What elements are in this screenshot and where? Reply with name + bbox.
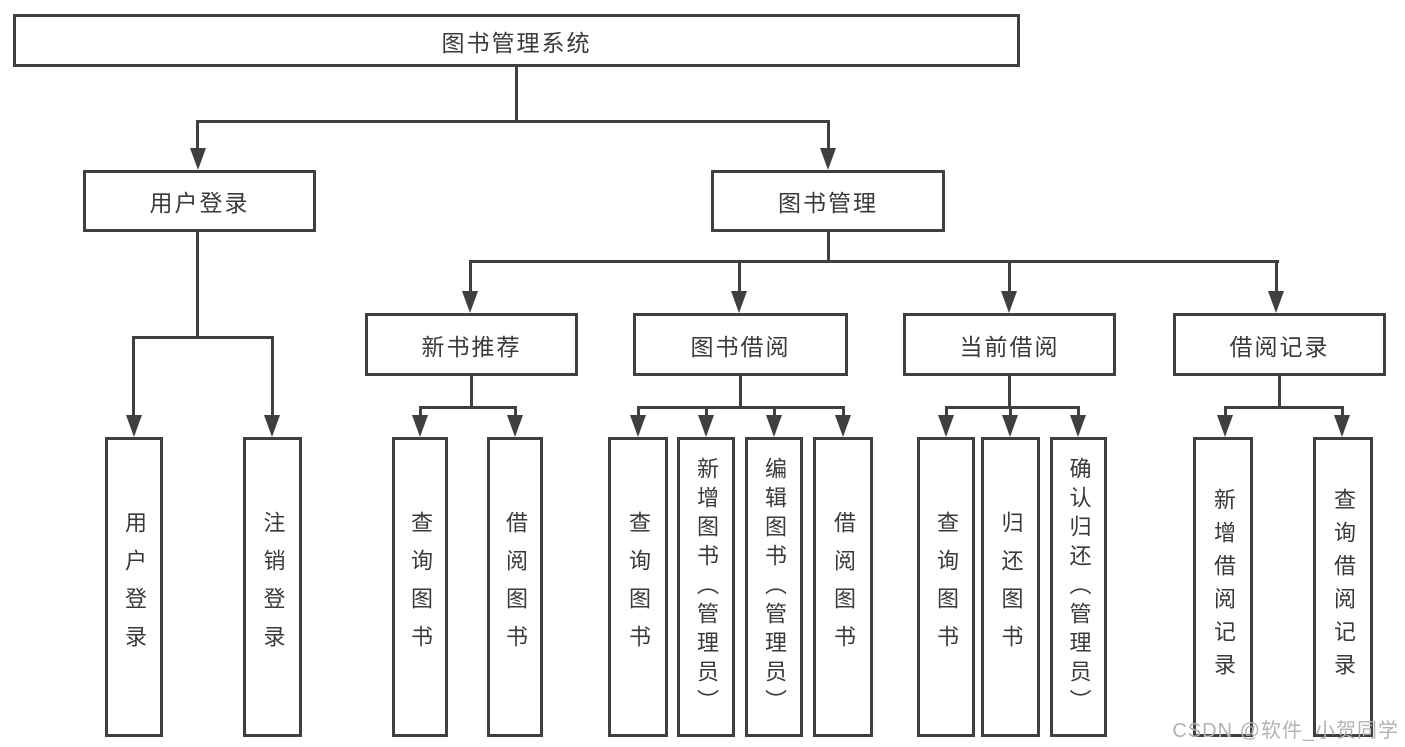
connector-line [470, 376, 473, 406]
connector-line [196, 120, 199, 152]
arrow-down-icon [938, 415, 954, 437]
node-user-login-action: 用户登录 [105, 437, 163, 737]
arrow-down-icon [698, 415, 714, 437]
connector-line [132, 336, 135, 418]
arrow-down-icon [731, 291, 747, 313]
connector-line [827, 232, 830, 263]
node-query-books-recommend: 查询图书 [392, 437, 448, 737]
node-borrowing-records: 借阅记录 [1173, 313, 1386, 376]
connector-line [738, 260, 741, 293]
connector-line [705, 406, 708, 418]
node-current-borrowing: 当前借阅 [903, 313, 1116, 376]
connector-line [419, 406, 422, 418]
arrow-down-icon [1002, 415, 1018, 437]
node-edit-books-admin: 编辑图书（管理员） [745, 437, 803, 737]
leaf-label: 查询借阅记录 [1331, 488, 1356, 686]
node-query-books-current: 查询图书 [917, 437, 975, 737]
arrow-down-icon [1217, 415, 1233, 437]
node-borrow-books-recommend: 借阅图书 [487, 437, 543, 737]
connector-line [739, 376, 742, 406]
watermark: CSDN @软件_小贺同学 [1172, 720, 1399, 742]
connector-line [1077, 406, 1080, 418]
leaf-label: 借阅图书 [503, 511, 528, 663]
leaf-label: 查询图书 [626, 511, 651, 663]
leaf-label: 确认归还（管理员） [1066, 456, 1092, 718]
node-add-books-admin: 新增图书（管理员） [677, 437, 735, 737]
connector-line [1008, 376, 1011, 406]
connector-line [469, 260, 1279, 263]
arrow-down-icon [412, 415, 428, 437]
node-confirm-return-admin: 确认归还（管理员） [1050, 437, 1107, 737]
connector-line [469, 260, 472, 293]
leaf-label: 归还图书 [998, 511, 1024, 663]
leaf-label: 新增图书（管理员） [694, 456, 719, 718]
connector-line [1341, 406, 1344, 418]
connector-line [515, 67, 518, 122]
connector-line [945, 406, 948, 418]
connector-line [1008, 260, 1011, 293]
arrow-down-icon [820, 148, 836, 170]
arrow-down-icon [126, 415, 142, 437]
connector-line [1224, 406, 1227, 418]
arrow-down-icon [190, 148, 206, 170]
connector-line [514, 406, 517, 418]
node-book-borrowing: 图书借阅 [633, 313, 848, 376]
connector-line [945, 406, 1079, 409]
arrow-down-icon [766, 415, 782, 437]
connector-line [197, 120, 830, 123]
arrow-down-icon [835, 415, 851, 437]
connector-line [637, 406, 640, 418]
leaf-label: 查询图书 [934, 511, 959, 663]
connector-line [827, 120, 830, 152]
connector-line [1009, 406, 1012, 418]
node-book-management: 图书管理 [711, 170, 945, 232]
node-borrow-books-borrowing: 借阅图书 [813, 437, 873, 737]
connector-line [419, 406, 517, 409]
arrow-down-icon [630, 415, 646, 437]
arrow-down-icon [264, 415, 280, 437]
leaf-label: 用户登录 [122, 511, 147, 663]
arrow-down-icon [1268, 291, 1284, 313]
node-query-borrow-record: 查询借阅记录 [1313, 437, 1373, 737]
leaf-label: 查询图书 [408, 511, 433, 663]
connector-line [842, 406, 845, 418]
node-new-book-recommend: 新书推荐 [365, 313, 578, 376]
node-library-management-system: 图书管理系统 [13, 14, 1020, 67]
connector-line [1224, 406, 1343, 409]
connector-line [637, 406, 844, 409]
leaf-label: 新增借阅记录 [1211, 488, 1236, 686]
arrow-down-icon [1334, 415, 1350, 437]
node-add-borrow-record: 新增借阅记录 [1193, 437, 1253, 737]
node-query-books-borrowing: 查询图书 [608, 437, 668, 737]
connector-line [773, 406, 776, 418]
arrow-down-icon [462, 291, 478, 313]
arrow-down-icon [507, 415, 523, 437]
connector-line [1275, 260, 1278, 293]
arrow-down-icon [1070, 415, 1086, 437]
connector-line [196, 232, 199, 336]
leaf-label: 编辑图书（管理员） [762, 456, 787, 718]
connector-line [133, 336, 274, 339]
node-user-login: 用户登录 [83, 170, 316, 232]
connector-line [1278, 376, 1281, 406]
connector-line [271, 336, 274, 418]
node-return-books: 归还图书 [981, 437, 1040, 737]
node-logout-action: 注销登录 [243, 437, 302, 737]
leaf-label: 借阅图书 [831, 511, 856, 663]
arrow-down-icon [1001, 291, 1017, 313]
leaf-label: 注销登录 [260, 511, 286, 663]
